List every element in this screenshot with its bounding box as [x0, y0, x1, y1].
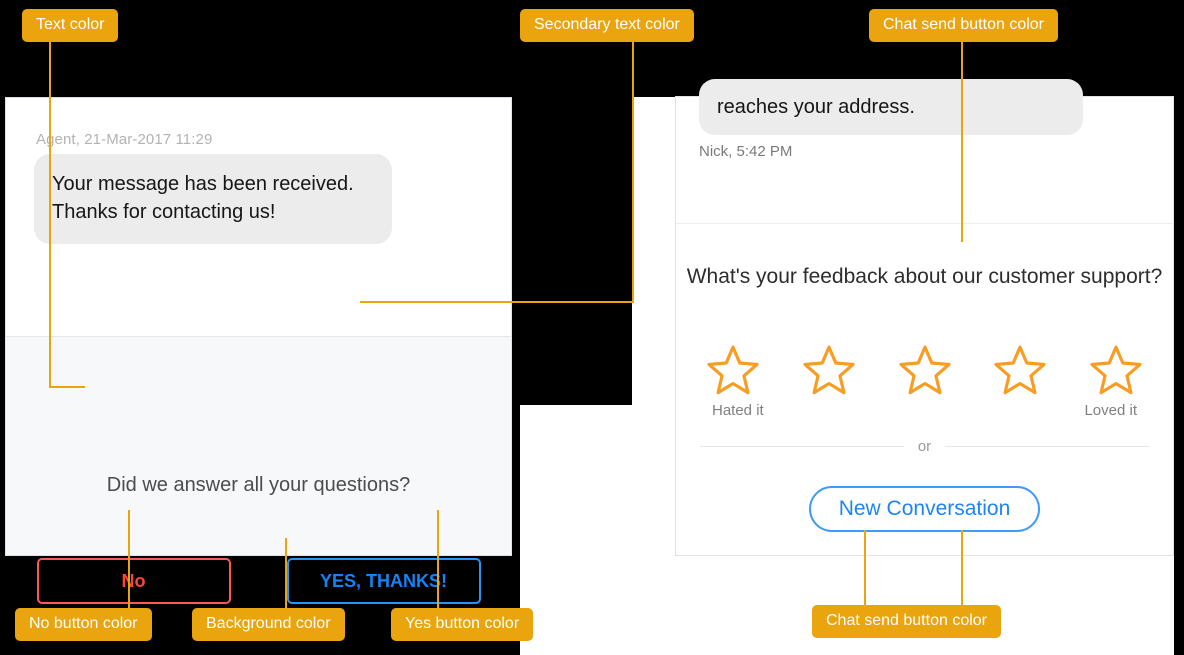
star-3-icon[interactable]	[896, 342, 954, 398]
annotation-tag-chat-send-button-color-top: Chat send button color	[869, 9, 1058, 42]
new-conversation-button[interactable]: New Conversation	[808, 486, 1041, 532]
connector-background-color	[285, 538, 287, 608]
user-message-meta: Nick, 5:42 PM	[699, 143, 793, 160]
star-rating-labels: Hated it Loved it	[712, 402, 1137, 419]
feedback-survey-section: What's your feedback about our customer …	[676, 224, 1173, 555]
or-rule-right	[945, 446, 1149, 447]
survey-button-row: No YES, THANKS!	[6, 558, 511, 604]
connector-chat-send-bottom-right	[961, 530, 963, 605]
connector-secondary-text-horizontal	[360, 301, 634, 303]
star-2-icon[interactable]	[800, 342, 858, 398]
connector-chat-send-bottom-left	[864, 530, 866, 605]
star-1-icon[interactable]	[704, 342, 762, 398]
or-divider: or	[700, 438, 1149, 455]
no-button[interactable]: No	[36, 558, 231, 604]
agent-message-meta: Agent, 21-Mar-2017 11:29	[36, 131, 213, 148]
star-5-icon[interactable]	[1087, 342, 1145, 398]
connector-text-color-horizontal	[49, 386, 85, 388]
star-rating-group[interactable]	[704, 342, 1145, 398]
left-conversation-area: Agent, 21-Mar-2017 11:29 Your message ha…	[6, 98, 511, 432]
or-label: or	[917, 438, 932, 455]
survey-question: Did we answer all your questions?	[106, 474, 411, 496]
annotation-tag-no-button-color: No button color	[15, 608, 152, 641]
yes-thanks-button[interactable]: YES, THANKS!	[286, 558, 481, 604]
connector-secondary-text-vertical	[632, 42, 634, 302]
right-chat-widget: reaches your address. Nick, 5:42 PM What…	[675, 79, 1174, 556]
connector-yes-button	[437, 510, 439, 608]
left-chat-widget: Agent, 21-Mar-2017 11:29 Your message ha…	[5, 97, 512, 604]
annotation-tag-yes-button-color: Yes button color	[391, 608, 534, 641]
connector-text-color-vertical	[49, 42, 51, 387]
annotation-tag-chat-send-button-color-bottom: Chat send button color	[812, 605, 1001, 638]
or-rule-left	[700, 446, 904, 447]
feedback-question: What's your feedback about our customer …	[686, 265, 1163, 288]
right-conversation-area: reaches your address. Nick, 5:42 PM	[676, 79, 1173, 224]
connector-chat-send-top	[961, 42, 963, 242]
annotation-tag-secondary-text-color: Secondary text color	[520, 9, 694, 42]
agent-message-bubble: Your message has been received. Thanks f…	[30, 154, 392, 244]
star-label-low: Hated it	[712, 402, 764, 419]
backdrop-right-edge	[1174, 97, 1184, 655]
new-conversation-wrap: New Conversation	[676, 486, 1173, 532]
annotation-tag-background-color: Background color	[192, 608, 345, 641]
connector-no-button	[128, 510, 130, 608]
agent-message-bubble-truncated: reaches your address.	[695, 79, 1083, 135]
annotation-tag-text-color: Text color	[22, 9, 119, 42]
left-survey-section: Did we answer all your questions? No YES…	[6, 336, 511, 604]
star-label-high: Loved it	[1084, 402, 1137, 419]
star-4-icon[interactable]	[991, 342, 1049, 398]
